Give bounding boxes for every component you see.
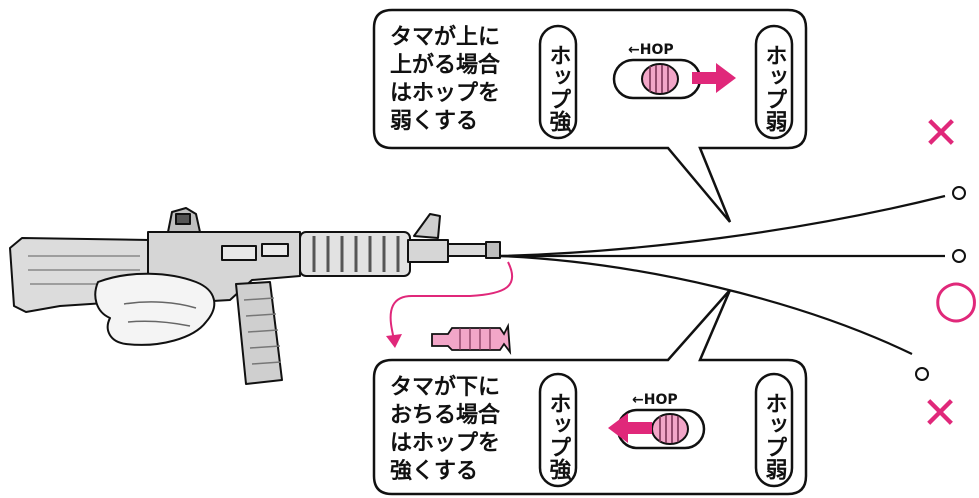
bb-middle bbox=[952, 249, 966, 263]
bb-bottom bbox=[915, 367, 929, 381]
hop-weak-label-top: ホップ弱 bbox=[762, 44, 788, 132]
hop-strong-pill-top bbox=[538, 24, 578, 140]
hop-weak-pill-top bbox=[754, 24, 794, 140]
guide-arrow bbox=[389, 261, 514, 341]
hop-weak-label-bottom: ホップ弱 bbox=[762, 392, 788, 480]
trajectory-rising bbox=[499, 194, 946, 258]
top-callout: タマが上に 上がる場合 はホップを 弱くする ホップ強 ホップ弱 ←HOP bbox=[372, 8, 808, 223]
fail-mark-top: ✕ bbox=[923, 108, 960, 159]
hop-strong-label-top: ホップ強 bbox=[546, 44, 572, 133]
bb-top bbox=[952, 186, 966, 200]
bottom-callout-text: タマが下に おちる場合 はホップを 強くする bbox=[390, 374, 508, 484]
rifle-illustration bbox=[9, 207, 501, 385]
bottom-callout: タマが下に おちる場合 はホップを 強くする ホップ強 ホップ弱 ←HOP bbox=[372, 289, 808, 496]
hop-strong-pill-bottom bbox=[538, 372, 578, 488]
trajectory-lines bbox=[499, 194, 946, 355]
ok-mark: ○ bbox=[933, 269, 978, 329]
hop-weak-pill-bottom bbox=[754, 372, 794, 488]
hop-slider-knob-bottom bbox=[651, 413, 689, 445]
hop-label-top: ←HOP bbox=[628, 42, 674, 58]
hop-strong-label-bottom: ホップ強 bbox=[546, 392, 572, 481]
arrow-right-icon bbox=[692, 63, 736, 93]
trajectory-falling bbox=[499, 254, 913, 355]
fail-mark-bottom: ✕ bbox=[922, 388, 959, 439]
top-callout-text: タマが上に 上がる場合 はホップを 弱くする bbox=[390, 24, 508, 134]
arrow-left-icon bbox=[608, 413, 652, 443]
hop-up-part bbox=[431, 322, 512, 356]
hop-label-bottom: ←HOP bbox=[632, 392, 678, 408]
hop-slider-knob-top bbox=[641, 63, 679, 95]
